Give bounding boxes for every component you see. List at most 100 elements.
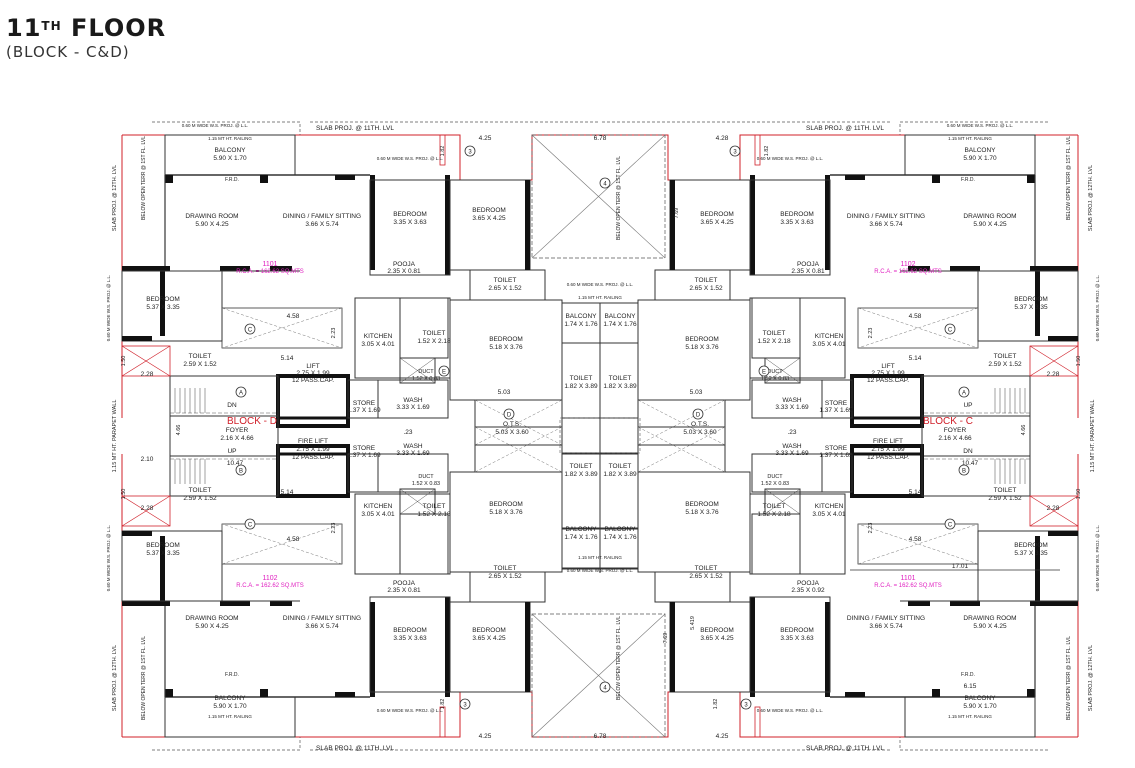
toilet-centre-3-label: TOILET xyxy=(570,463,593,470)
below-terr-bottom-left: BELOW OPEN TERR @ 1ST FL. LVL xyxy=(141,636,147,720)
ws-proj-bottom-right: 0.60 M WIDE W.S. PROJ. @ L.L. xyxy=(757,708,824,713)
dim-223-top-left: 2.23 xyxy=(331,328,337,339)
fire-lift-right-dim: 2.75 X 1.99 xyxy=(871,446,905,453)
bedroom-c-bottom-right-label: BEDROOM xyxy=(1014,542,1048,549)
slab-label-bottom-left: SLAB PROJ. @ 11TH. LVL xyxy=(316,745,394,752)
ots-right-dim: 5.03 X 3.60 xyxy=(683,429,717,436)
duct-top-left-dim: 1.52 X 0.83 xyxy=(412,376,440,382)
store-bottom-right-dim: 1.37 X 1.69 xyxy=(819,452,853,459)
store-top-right-dim: 1.37 X 1.69 xyxy=(819,407,853,414)
title-ordinal: TH xyxy=(41,19,62,33)
balcony-bottom-right-label: BALCONY xyxy=(964,695,996,702)
dining-top-right-dim: 3.66 X 5.74 xyxy=(869,221,903,228)
kitchen-bottom-right-label: KITCHEN xyxy=(815,503,844,510)
duct-top-right-label: DUCT xyxy=(767,369,783,375)
dim-514-top-right: 5.14 xyxy=(909,355,922,362)
fire-lift-left-dim: 2.75 X 1.99 xyxy=(296,446,330,453)
slab-12th-bottom-right: SLAB PROJ. @ 12TH. LVL xyxy=(1088,645,1094,711)
bedroom-a-top-right-dim: 3.35 X 3.63 xyxy=(780,219,814,226)
unit-1102-rca-bottom: R.C.A. = 162.62 SQ.MTS xyxy=(236,583,304,589)
toilet-centre-4-label: TOILET xyxy=(609,463,632,470)
frd-top-right: F.R.D. xyxy=(961,177,975,183)
unit-1102-label-top: 1102 xyxy=(900,261,915,268)
marker-3-top-left: 3 xyxy=(468,150,472,156)
dining-top-left-dim: 3.66 X 5.74 xyxy=(305,221,339,228)
dim-228-top-right: 2.28 xyxy=(1047,371,1060,378)
dim-223-bottom-right: 2.23 xyxy=(868,523,874,534)
dim-514-bottom-left: 5.14 xyxy=(281,489,294,496)
store-bottom-left-dim: 1.37 X 1.69 xyxy=(347,452,381,459)
slab-12th-bottom-left: SLAB PROJ. @ 12TH. LVL xyxy=(112,645,118,711)
marker-e-left: E xyxy=(442,370,446,376)
ws-proj-side-bottom-left: 0.60 M WIDE W.S. PROJ. @ L.L. xyxy=(106,525,111,592)
pooja-top-left-dim: 2.35 X 0.81 xyxy=(387,268,421,275)
bedroom-b-bottom-left-label: BEDROOM xyxy=(472,627,506,634)
pooja-bottom-right-dim: 2.35 X 0.92 xyxy=(791,587,825,594)
toilet-centre-1-dim: 1.82 X 3.89 xyxy=(564,383,598,390)
fire-lift-left-label: FIRE LIFT xyxy=(298,438,328,445)
central-core xyxy=(559,302,641,573)
dim-425-bottom-right: 4.25 xyxy=(716,733,729,740)
dim-5419: 5.419 xyxy=(690,616,696,630)
below-terr-bottom-right: BELOW OPEN TERR @ 1ST FL. LVL xyxy=(1066,636,1072,720)
duct-bottom-right-dim: 1.52 X 0.83 xyxy=(761,481,789,487)
fire-lift-right-label: FIRE LIFT xyxy=(873,438,903,445)
dim-182-top-right: 1.82 xyxy=(764,146,770,157)
toilet-259-bottom-left-label: TOILET xyxy=(189,487,212,494)
balcony-centre-2-dim: 1.74 X 1.76 xyxy=(603,321,637,328)
dim-1047-left: 10.47 xyxy=(227,460,244,467)
frd-bottom-left: F.R.D. xyxy=(225,672,239,678)
dining-bottom-right-label: DINING / FAMILY SITTING xyxy=(847,615,925,622)
below-terr-top-left: BELOW OPEN TERR @ 1ST FL. LVL xyxy=(141,136,147,220)
foyer-left-label: FOYER xyxy=(226,427,249,434)
balcony-centre-1-dim: 1.74 X 1.76 xyxy=(564,321,598,328)
parapet-left: 1.15 MT HT. PARAPET WALL xyxy=(112,400,118,473)
dim-678-bottom: 6.78 xyxy=(594,733,607,740)
toilet-265-bottom-right-label: TOILET xyxy=(695,565,718,572)
duct-bottom-right-label: DUCT xyxy=(767,474,783,480)
wash-bottom-right-label: WASH xyxy=(782,443,802,450)
marker-d-left: D xyxy=(507,413,512,419)
ws-proj-top-left: 0.60 M WIDE W.S. PROJ. @ L.L. xyxy=(182,123,249,128)
ws-proj-centre-bottom: 0.60 M WIDE W.S. PROJ. @ L.L. xyxy=(567,568,634,573)
title-floor-word: FLOOR xyxy=(61,14,167,42)
marker-c-top-left: C xyxy=(248,328,253,334)
marker-b-left: B xyxy=(239,469,243,475)
dim-150-top-left: 1.50 xyxy=(121,356,127,367)
kitchen-top-left-label: KITCHEN xyxy=(364,333,393,340)
bedroom-c-top-left-dim: 5.37 X 3.35 xyxy=(146,304,180,311)
bedroom-d-bottom-right-label: BEDROOM xyxy=(685,501,719,508)
dim-769-bottom: 7.69 xyxy=(663,633,669,644)
ws-proj-side-top-right: 0.60 M WIDE W.S. PROJ. @ L.L. xyxy=(1095,275,1100,342)
bedroom-d-bottom-left-dim: 5.18 X 3.76 xyxy=(489,509,523,516)
foyer-left-dim: 2.16 X 4.66 xyxy=(220,435,254,442)
dim-223-top-right: 2.23 xyxy=(868,328,874,339)
bedroom-a-bottom-left-label: BEDROOM xyxy=(393,627,427,634)
toilet-259-bottom-left-dim: 2.59 X 1.52 xyxy=(183,495,217,502)
dim-769-top: 7.69 xyxy=(674,208,680,219)
wash-top-right-label: WASH xyxy=(782,397,802,404)
dim-458-bottom-left: 4.58 xyxy=(287,536,300,543)
stair-dn-right: DN xyxy=(963,448,973,455)
unit-1101-rca-bottom: R.C.A. = 162.62 SQ.MTS xyxy=(874,583,942,589)
balcony-centre-1-label: BALCONY xyxy=(565,313,597,320)
dining-bottom-left-label: DINING / FAMILY SITTING xyxy=(283,615,361,622)
bedroom-d-top-left-label: BEDROOM xyxy=(489,336,523,343)
stair-up-left: UP xyxy=(227,448,236,455)
duct-top-right-dim: 1.52 X 0.83 xyxy=(761,376,789,382)
drawing-room-top-right-dim: 5.90 X 4.25 xyxy=(973,221,1007,228)
dim-428-top-right: 4.28 xyxy=(716,135,729,142)
bedroom-a-bottom-right-label: BEDROOM xyxy=(780,627,814,634)
unit-1101-label-bottom: 1101 xyxy=(900,575,915,582)
dining-bottom-right-dim: 3.66 X 5.74 xyxy=(869,623,903,630)
toilet-265-bottom-left-dim: 2.65 X 1.52 xyxy=(488,573,522,580)
marker-e-right: E xyxy=(762,370,766,376)
bedroom-c-bottom-left-dim: 5.37 X 3.35 xyxy=(146,550,180,557)
central-court-bottom xyxy=(531,613,666,738)
fire-lift-right-cap: 12 PASS.CAP. xyxy=(867,454,909,461)
dim-150-bottom-left: 1.50 xyxy=(121,489,127,500)
bedroom-a-bottom-left-dim: 3.35 X 3.63 xyxy=(393,635,427,642)
bedroom-c-bottom-right-dim: 5.37 X 3.35 xyxy=(1014,550,1048,557)
dim-503-left: 5.03 xyxy=(498,389,511,396)
slab-12th-top-left: SLAB PROJ. @ 12TH. LVL xyxy=(112,165,118,231)
